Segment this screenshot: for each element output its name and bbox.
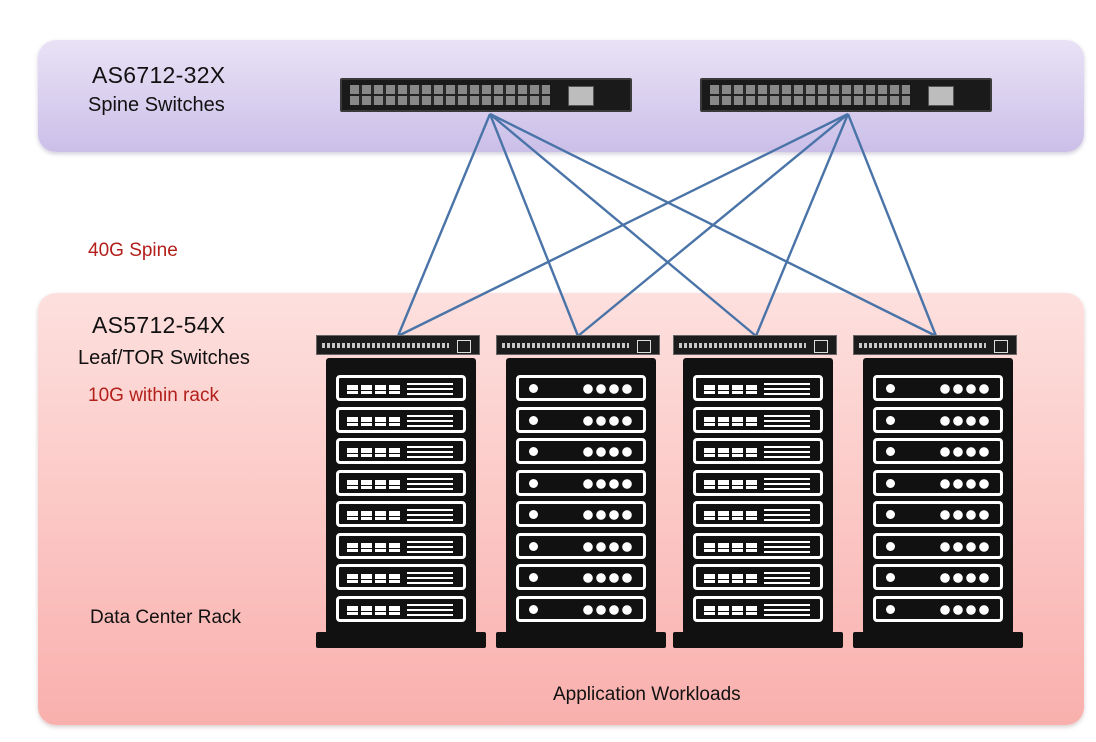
server-rack-icon bbox=[496, 358, 666, 648]
server-unit-icon bbox=[336, 501, 466, 527]
server-unit-icon bbox=[336, 469, 466, 496]
server-unit-icon bbox=[693, 469, 823, 496]
server-unit-icon bbox=[873, 375, 1003, 401]
server-unit-icon bbox=[873, 532, 1003, 559]
server-unit-icon bbox=[516, 469, 646, 496]
server-rack-icon bbox=[673, 358, 843, 648]
leaf-model-label: AS5712-54X bbox=[92, 312, 226, 338]
leaf-subtitle: Leaf/TOR Switches bbox=[78, 347, 250, 369]
server-unit-icon bbox=[693, 438, 823, 464]
leaf-switch-icon bbox=[673, 335, 837, 355]
spine-model-label: AS6712-32X bbox=[92, 62, 226, 88]
server-unit-icon bbox=[516, 375, 646, 401]
leaf-switch-icon bbox=[853, 335, 1017, 355]
spine-subtitle: Spine Switches bbox=[88, 94, 225, 116]
server-unit-icon bbox=[516, 501, 646, 527]
link-line bbox=[846, 113, 938, 337]
server-unit-icon bbox=[336, 375, 466, 401]
server-unit-icon bbox=[873, 469, 1003, 496]
server-unit-icon bbox=[516, 438, 646, 464]
server-unit-icon bbox=[693, 595, 823, 622]
spine-switch-icon bbox=[340, 78, 632, 112]
server-unit-icon bbox=[336, 406, 466, 433]
server-unit-icon bbox=[336, 564, 466, 590]
leaf-switch-icon bbox=[496, 335, 660, 355]
link-line bbox=[397, 112, 849, 338]
server-unit-icon bbox=[693, 375, 823, 401]
rack-label: Data Center Rack bbox=[90, 607, 242, 628]
link-line bbox=[754, 113, 850, 337]
server-rack-icon bbox=[316, 358, 486, 648]
link-line bbox=[488, 113, 580, 337]
server-unit-icon bbox=[516, 532, 646, 559]
workloads-label: Application Workloads bbox=[553, 684, 741, 705]
server-unit-icon bbox=[693, 564, 823, 590]
server-unit-icon bbox=[693, 532, 823, 559]
server-unit-icon bbox=[516, 595, 646, 622]
server-unit-icon bbox=[693, 501, 823, 527]
server-unit-icon bbox=[873, 564, 1003, 590]
link-line bbox=[577, 113, 849, 337]
server-unit-icon bbox=[336, 532, 466, 559]
server-unit-icon bbox=[336, 595, 466, 622]
server-unit-icon bbox=[693, 406, 823, 433]
rack-speed-label: 10G within rack bbox=[88, 385, 219, 406]
server-unit-icon bbox=[336, 438, 466, 464]
spine-switch-icon bbox=[700, 78, 992, 112]
server-unit-icon bbox=[873, 438, 1003, 464]
server-unit-icon bbox=[516, 564, 646, 590]
leaf-switch-icon bbox=[316, 335, 480, 355]
server-unit-icon bbox=[516, 406, 646, 433]
uplink-speed-label: 40G Spine bbox=[88, 240, 178, 261]
server-unit-icon bbox=[873, 501, 1003, 527]
server-unit-icon bbox=[873, 406, 1003, 433]
server-rack-icon bbox=[853, 358, 1023, 648]
link-line bbox=[396, 113, 492, 337]
server-unit-icon bbox=[873, 595, 1003, 622]
